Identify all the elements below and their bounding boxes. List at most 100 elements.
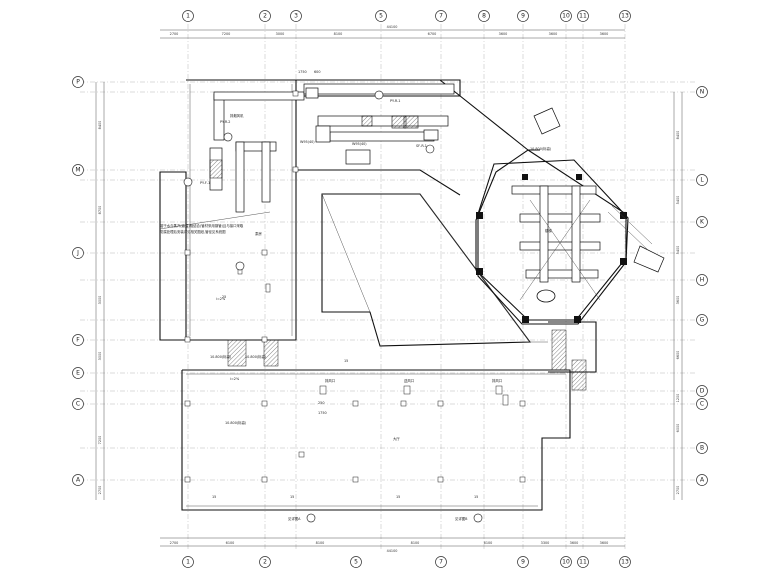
axis-bubble-left-C: C <box>72 398 84 410</box>
detail-callout-1: 见详图A <box>288 516 301 521</box>
axis-bubble-top-7: 7 <box>435 10 447 22</box>
elevation-tag-1: 10.800(标高) <box>210 354 232 359</box>
vent-label-1: 排风口 <box>325 378 335 383</box>
axis-bubble-bottom-9: 9 <box>517 556 529 568</box>
dim-top-1: 2700 <box>170 32 179 36</box>
svg-text:8: 8 <box>482 13 486 20</box>
fan-icon <box>536 289 556 303</box>
equipment-tag-2: PY-R-2 <box>220 120 230 124</box>
svg-text:3: 3 <box>294 13 298 20</box>
dim-small-2: 600 <box>314 70 320 74</box>
svg-text:1: 1 <box>186 559 190 566</box>
dim-bottom-total: 44100 <box>387 549 398 553</box>
svg-text:7: 7 <box>439 13 443 20</box>
axis-bubble-top-10: 10 <box>560 10 572 22</box>
axis-bubble-left-M: M <box>72 164 84 176</box>
svg-text:11: 11 <box>579 13 587 20</box>
axis-bubble-right-K: K <box>696 216 708 228</box>
num-15a: 15 <box>212 495 216 499</box>
dim-bottom-6: 3300 <box>541 541 550 545</box>
axis-bubble-top-5: 5 <box>375 10 387 22</box>
dim-small-3: 1750 <box>318 411 327 415</box>
svg-text:C: C <box>700 401 704 408</box>
svg-text:P: P <box>76 79 80 86</box>
dim-right-8: 2700 <box>676 486 680 495</box>
svg-text:1: 1 <box>186 13 190 20</box>
svg-text:F: F <box>76 337 80 344</box>
elevation-tag-4: 10.800(标高) <box>530 146 552 151</box>
svg-text:B: B <box>700 445 704 452</box>
dim-right-2: 5400 <box>676 196 680 205</box>
dim-top-8: 3600 <box>600 32 609 36</box>
svg-text:9: 9 <box>521 559 525 566</box>
axis-bubble-top-1: 1 <box>182 10 194 22</box>
structural-columns <box>184 90 526 483</box>
svg-text:G: G <box>700 317 705 324</box>
pipe-tag-b: W95(40) <box>352 142 367 146</box>
plant-room-ducts <box>159 83 455 230</box>
left-dimension-chain: 8400 8700 3000 3000 7200 2700 <box>95 82 105 500</box>
dim-small-4: 250 <box>318 401 324 405</box>
axis-bubble-right-H: H <box>696 274 708 286</box>
vent-label-2: 送风口 <box>404 378 414 383</box>
num-15d: 15 <box>474 495 478 499</box>
num-15b: 15 <box>290 495 294 499</box>
elevation-tag-2: 10.800(标高) <box>245 354 267 359</box>
axis-bubbles-right: N L K H G D C B A <box>696 86 708 486</box>
svg-text:N: N <box>700 89 705 96</box>
dim-top-6: 3600 <box>499 32 508 36</box>
right-dimension-chain: 8400 5400 5400 3600 6600 1200 6000 2700 <box>673 92 683 500</box>
axis-bubbles-bottom: 1 2 5 7 9 10 11 13 <box>182 556 631 568</box>
stair-label: 楼梯 <box>545 228 552 233</box>
dim-left-1: 8400 <box>98 121 102 130</box>
svg-text:C: C <box>76 401 80 408</box>
axis-bubble-top-3: 3 <box>290 10 302 22</box>
dim-bottom-7: 3600 <box>570 541 579 545</box>
axis-bubble-left-A: A <box>72 474 84 486</box>
axis-bubble-bottom-1: 1 <box>182 556 194 568</box>
dim-bottom-8: 3600 <box>600 541 609 545</box>
slope-1: i=2% <box>216 297 226 301</box>
svg-text:5: 5 <box>354 559 358 566</box>
svg-text:J: J <box>76 250 79 257</box>
axis-bubble-right-D: D <box>696 385 708 397</box>
axis-bubble-right-N: N <box>696 86 708 98</box>
axis-bubbles-left: P M J F E C A <box>72 76 84 486</box>
annotations: 溶于水与蒸汽(高温)相结合(管材采用钢管)且与接口采取 防腐处理后安装详见相关图… <box>160 70 552 521</box>
open-to-below-void <box>321 193 532 347</box>
dim-left-3: 3000 <box>98 296 102 305</box>
svg-text:H: H <box>700 277 705 284</box>
dim-bottom-1: 2700 <box>170 541 179 545</box>
dim-right-7: 6000 <box>676 424 680 433</box>
detail-callout-2: 见详图B <box>455 516 468 521</box>
dim-left-4: 3000 <box>98 352 102 361</box>
num-15c: 15 <box>396 495 400 499</box>
axis-bubble-bottom-11: 11 <box>577 556 589 568</box>
svg-text:13: 13 <box>621 13 629 20</box>
axis-bubble-left-F: F <box>72 334 84 346</box>
axis-bubble-right-G: G <box>696 314 708 326</box>
axis-bubble-bottom-5: 5 <box>350 556 362 568</box>
dim-right-4: 3600 <box>676 296 680 305</box>
grid-lines-vertical <box>187 24 626 550</box>
grid-lines-horizontal <box>80 81 695 481</box>
dim-bottom-5: 6100 <box>484 541 493 545</box>
num-15e: 15 <box>344 359 348 363</box>
vent-label-3: 排风口 <box>492 378 502 383</box>
octagon-room <box>475 149 629 325</box>
svg-text:7: 7 <box>439 559 443 566</box>
axis-bubble-top-9: 9 <box>517 10 529 22</box>
bottom-dimension-chain: 2700 6100 8100 8100 6100 3300 3600 3600 … <box>160 537 625 553</box>
axis-bubble-left-P: P <box>72 76 84 88</box>
octagon-duct-network <box>511 185 601 301</box>
axis-bubble-bottom-10: 10 <box>560 556 572 568</box>
svg-text:A: A <box>76 477 81 484</box>
pipe-tag-a: W95(40) <box>300 140 315 144</box>
svg-text:D: D <box>700 388 705 395</box>
svg-text:9: 9 <box>521 13 525 20</box>
svg-text:E: E <box>76 370 80 377</box>
note-line-2: 防腐处理后安装详见相关图纸,管径见系统图 <box>160 229 226 234</box>
equipment-tag-3: PY-F-1 <box>200 181 210 185</box>
num-25: 25 <box>222 295 226 299</box>
